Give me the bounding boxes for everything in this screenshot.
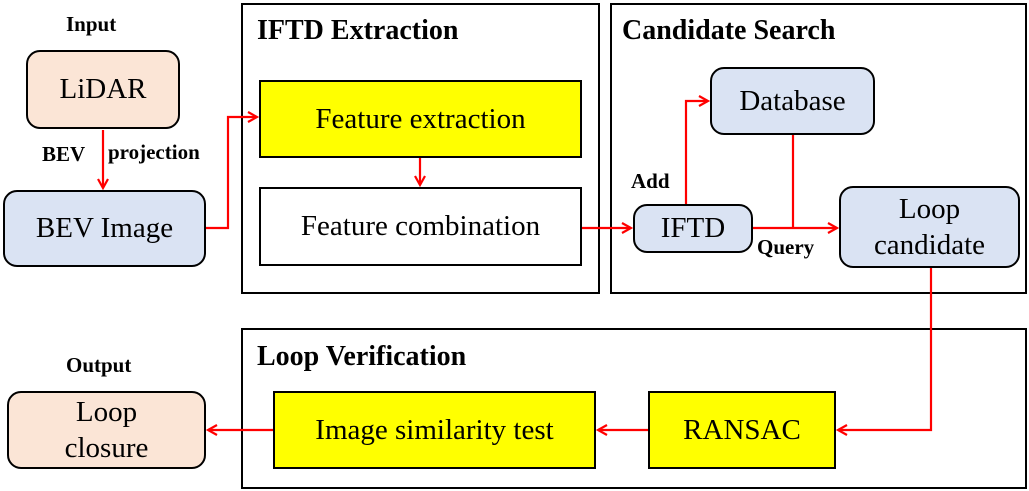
loop-verification-title: Loop Verification	[257, 341, 467, 372]
loop-closure-node: Loop closure	[7, 391, 206, 469]
query-edge-label: Query	[757, 235, 815, 259]
database-node: Database	[710, 67, 875, 135]
output-label: Output	[66, 353, 132, 377]
arrow-bev-to-feature-extraction	[206, 117, 257, 230]
bev-image-node: BEV Image	[3, 190, 206, 267]
lidar-text: LiDAR	[59, 73, 147, 106]
feature-extraction-node: Feature extraction	[259, 80, 582, 158]
bev-image-text: BEV Image	[35, 212, 174, 245]
loop-candidate-node: Loop candidate	[839, 186, 1020, 268]
loop-candidate-text-line2: candidate	[873, 229, 986, 261]
add-edge-label: Add	[631, 169, 670, 193]
iftd-extraction-title: IFTD Extraction	[257, 15, 459, 46]
input-label: Input	[66, 12, 117, 36]
ransac-text: RANSAC	[683, 413, 801, 446]
projection-edge-label: projection	[108, 140, 200, 164]
loop-closure-text-line1: Loop	[75, 395, 138, 428]
database-text: Database	[739, 84, 846, 117]
bev-edge-label: BEV	[42, 142, 86, 166]
feature-extraction-text: Feature extraction	[315, 102, 526, 135]
image-similarity-text: Image similarity test	[315, 413, 554, 446]
feature-combination-node: Feature combination	[259, 187, 582, 266]
candidate-search-title: Candidate Search	[622, 15, 836, 46]
loop-closure-text-line2: closure	[64, 432, 149, 464]
arrow-iftd-to-database	[684, 101, 708, 204]
lidar-node: LiDAR	[26, 50, 180, 129]
iftd-text: IFTD	[660, 212, 726, 245]
loop-candidate-text-line1: Loop	[898, 192, 961, 225]
iftd-node: IFTD	[633, 204, 753, 253]
ransac-node: RANSAC	[648, 391, 836, 469]
feature-combination-text: Feature combination	[300, 210, 541, 243]
arrow-loop-candidate-to-ransac	[838, 268, 933, 430]
image-similarity-node: Image similarity test	[273, 391, 596, 469]
